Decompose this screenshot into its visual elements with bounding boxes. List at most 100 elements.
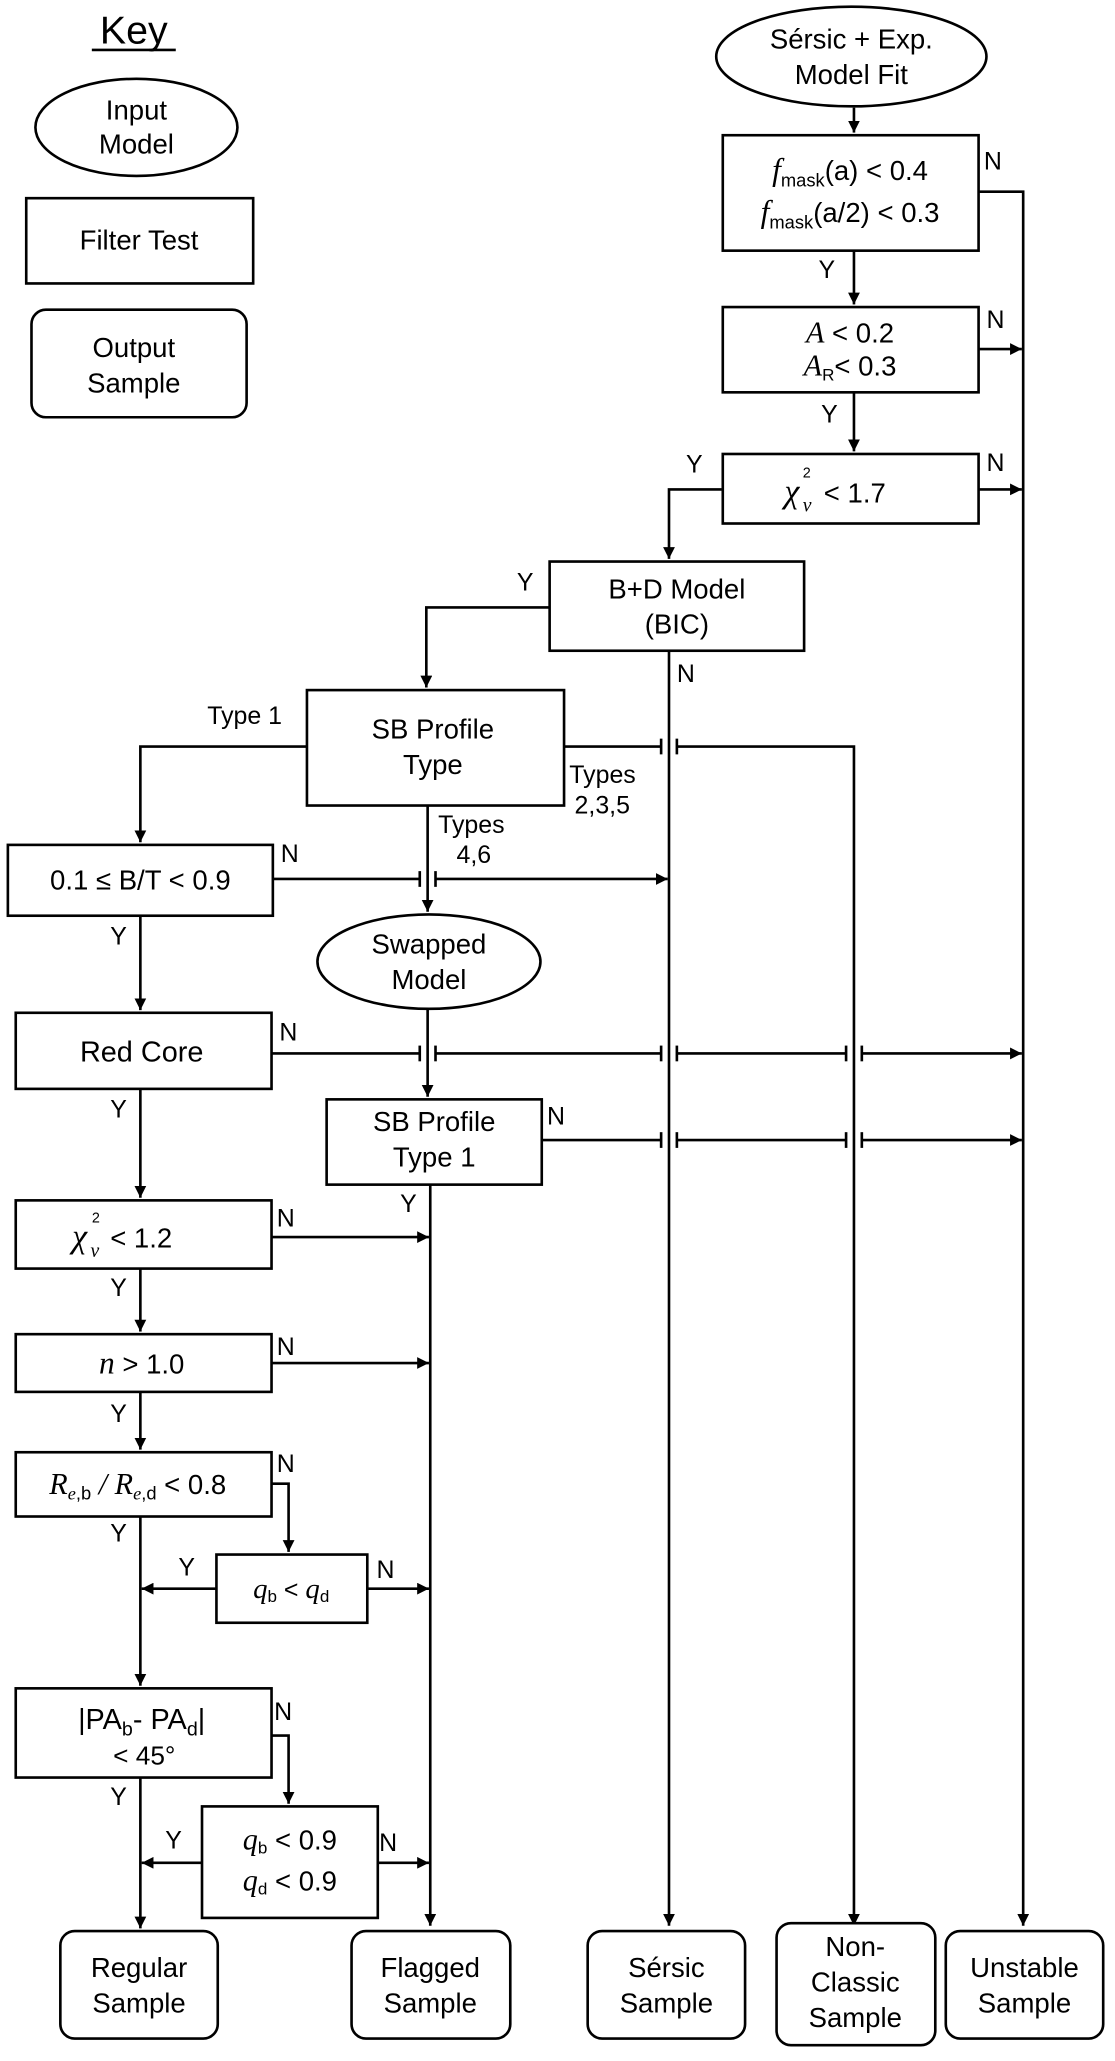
red-core-label: Red Core [80, 1036, 203, 1068]
bd-label-1: B+D Model [608, 573, 745, 604]
edge-types235-to-nonclassic [676, 745, 860, 1926]
label-n-yes: Y [110, 1400, 127, 1428]
label-re-yes: Y [110, 1519, 127, 1547]
bd-label-2: (BIC) [645, 609, 709, 640]
node-chi-square-test-1-2: χ 2 ν < 1.2 [14, 1199, 273, 1270]
label-chi-top-no: N [986, 449, 1004, 477]
output-flagged-sample: Flagged Sample [350, 1929, 512, 2040]
node-sersic-fit-label-1: Sérsic + Exp. [770, 24, 933, 55]
output-non-classic-sample: Non- Classic Sample [775, 1921, 937, 2047]
key-title: Key [100, 8, 168, 52]
label-redcore-yes: Y [110, 1096, 127, 1124]
edge-pa-no [271, 1734, 295, 1804]
nonclassic-label-2: Classic [811, 1966, 900, 1997]
asym-line-1: A < 0.2 [804, 315, 894, 349]
asym-line-2: AR< 0.3 [802, 348, 897, 384]
label-q-no: N [376, 1556, 394, 1584]
re-test-label: Re,b / Re,d < 0.8 [48, 1467, 226, 1503]
label-q-yes: Y [178, 1554, 195, 1582]
label-types46-1: Types [438, 811, 504, 839]
node-bt-ratio-test: 0.1 ≤ B/T < 0.9 [6, 843, 275, 918]
key-legend: Key Input Model Filter Test Output Sampl… [24, 8, 255, 419]
fmask-line-2: fmask(a/2) < 0.3 [761, 194, 940, 233]
sersic-label-2: Sample [620, 1987, 713, 2018]
edge-type1 [134, 745, 307, 843]
node-bd-model-bic: B+D Model (BIC) [548, 560, 806, 653]
output-sersic-sample: Sérsic Sample [586, 1929, 747, 2040]
edge-chi-top-yes [663, 488, 722, 559]
output-unstable-sample: Unstable Sample [944, 1929, 1105, 2040]
output-regular-sample: Regular Sample [59, 1929, 220, 2040]
label-types46-2: 4,6 [456, 841, 491, 869]
label-type1: Type 1 [207, 702, 282, 730]
node-axis-ratio-test: qb < qd [215, 1553, 369, 1625]
nonclassic-label-3: Sample [809, 2002, 902, 2033]
key-input-model-label-2: Model [99, 129, 174, 160]
label-bd-no: N [677, 660, 695, 688]
label-qboth-yes: Y [165, 1826, 182, 1854]
bt-label: 0.1 ≤ B/T < 0.9 [50, 864, 231, 895]
pa-line-1: |PAb- PAd| [78, 1704, 205, 1741]
label-chi-top-yes: Y [686, 450, 703, 478]
edge-bd-yes [420, 606, 550, 688]
label-n-no: N [277, 1333, 295, 1361]
node-sb-profile-type1: SB Profile Type 1 [325, 1098, 544, 1186]
node-axis-ratio-both-test: qb < 0.9 qd < 0.9 [200, 1805, 380, 1920]
qboth-line-1: qb < 0.9 [243, 1823, 337, 1858]
node-chi-square-test-1-7: χ 2 ν < 1.7 [721, 452, 980, 525]
node-fmask-test: fmask(a) < 0.4 fmask(a/2) < 0.3 [721, 133, 980, 252]
chi-low-sup: 2 [92, 1211, 100, 1227]
label-chi-low-yes: Y [110, 1274, 127, 1302]
sbpt-label-1: SB Profile [372, 714, 494, 745]
label-pa-no: N [274, 1698, 292, 1726]
qboth-line-2: qd < 0.9 [243, 1863, 337, 1898]
flagged-label-2: Sample [384, 1987, 477, 2018]
label-asym-no: N [986, 306, 1004, 334]
nonclassic-label-1: Non- [825, 1931, 885, 1962]
sb1-label-1: SB Profile [373, 1106, 495, 1137]
chi-top-rest: < 1.7 [824, 478, 886, 509]
node-swapped-model: Swapped Model [316, 913, 542, 1011]
flagged-label-1: Flagged [381, 1952, 481, 1983]
node-sersic-index-test: n > 1.0 [14, 1332, 273, 1394]
node-sersic-fit-label-2: Model Fit [795, 59, 909, 90]
crossing-ticks [418, 738, 864, 1148]
n-test-label: n > 1.0 [99, 1346, 184, 1381]
label-sb1-yes: Y [400, 1190, 417, 1218]
node-sb-profile-type: SB Profile Type [305, 688, 566, 807]
key-output-sample-label-1: Output [92, 332, 175, 363]
swapped-label-2: Model [391, 964, 466, 995]
unstable-label-1: Unstable [970, 1952, 1079, 1983]
label-qboth-no: N [379, 1829, 397, 1857]
key-filter-test-shape [24, 196, 255, 285]
label-fmask-no: N [984, 147, 1002, 175]
q-test-label: qb < qd [253, 1573, 329, 1606]
key-output-sample-label-2: Sample [87, 367, 180, 398]
key-output-sample-shape [30, 308, 248, 419]
label-re-no: N [277, 1450, 295, 1478]
unstable-label-2: Sample [978, 1987, 1071, 2018]
sbpt-label-2: Type [403, 749, 463, 780]
key-input-model-label-1: Input [106, 94, 168, 125]
label-bt-no: N [281, 840, 299, 868]
key-filter-test-label: Filter Test [80, 224, 199, 255]
label-fmask-yes: Y [819, 256, 836, 284]
node-asymmetry-test: A < 0.2 AR< 0.3 [721, 305, 980, 394]
chi-top-sub: ν [803, 495, 812, 517]
regular-label-1: Regular [91, 1952, 187, 1983]
node-red-core-test: Red Core [14, 1011, 273, 1091]
chi-low-rest: < 1.2 [110, 1223, 172, 1254]
label-chi-low-no: N [277, 1205, 295, 1233]
node-sersic-exp-model-fit: Sérsic + Exp. Model Fit [714, 5, 988, 108]
edge-re-no [271, 1482, 295, 1552]
sersic-label-1: Sérsic [628, 1952, 705, 1983]
regular-label-2: Sample [92, 1987, 185, 2018]
fmask-line-1: fmask(a) < 0.4 [772, 152, 928, 191]
label-asym-yes: Y [821, 400, 838, 428]
key-input-model-shape [34, 77, 239, 178]
edge-labels: N Y N Y N Y Y N Type 1 Types 2,3,5 Types… [110, 147, 1004, 1857]
label-pa-yes: Y [110, 1783, 127, 1811]
label-bd-yes: Y [517, 568, 534, 596]
chi-top-symbol: χ [781, 474, 800, 511]
